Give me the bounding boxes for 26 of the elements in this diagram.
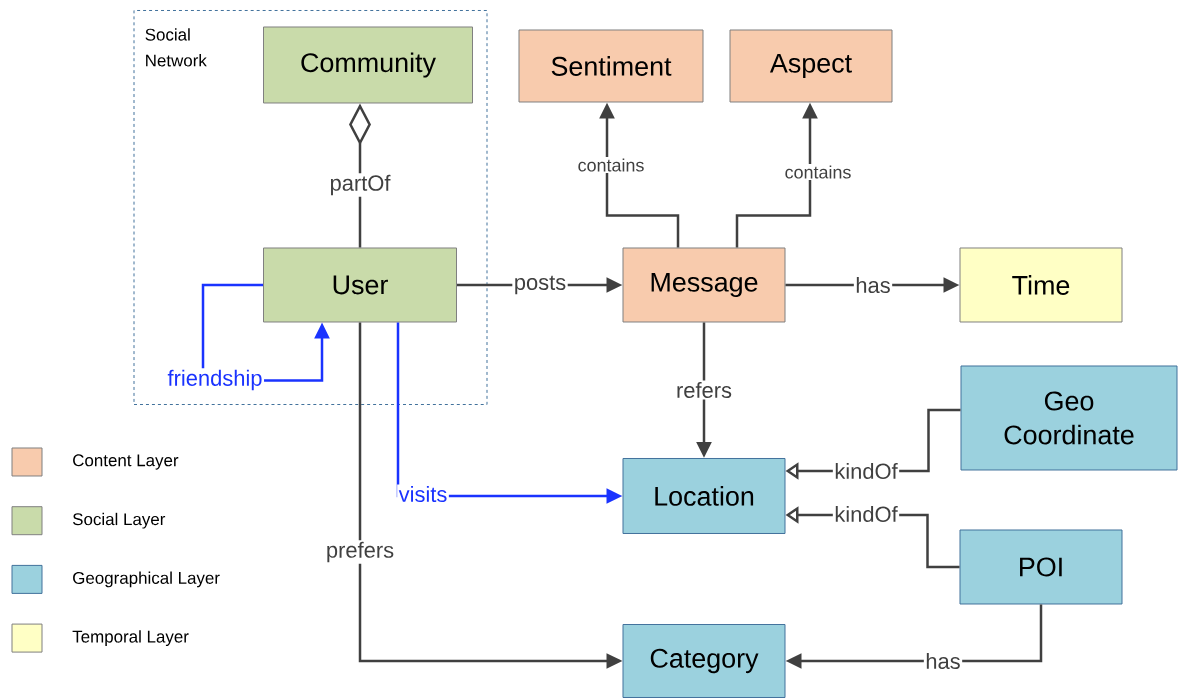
legend-label: Social Layer — [72, 512, 166, 529]
entity-box: POI — [959, 529, 1123, 605]
edge-label: has — [923, 651, 963, 671]
edge-label: refers — [674, 380, 734, 400]
entity-box: Message — [622, 247, 786, 323]
edge-label: kindOf — [832, 461, 900, 481]
edge-label: visits — [397, 484, 449, 504]
edge-label: has — [853, 275, 893, 295]
edge-label: partOf — [328, 173, 392, 197]
entity-box: Time — [959, 247, 1123, 323]
entity-box: Category — [622, 624, 786, 698]
legend-label: Temporal Layer — [72, 630, 189, 646]
entity-box: Geo Coordinate — [960, 365, 1178, 471]
legend-label: Content Layer — [73, 454, 179, 470]
edge-label: friendship — [166, 368, 265, 392]
entity-box: Aspect — [729, 29, 893, 103]
entity-box: Sentiment — [518, 29, 704, 103]
edge-label: kindOf — [832, 504, 900, 524]
entity-box: User — [263, 247, 457, 323]
entity-box: Location — [622, 458, 786, 534]
legend-label: Geographical Layer — [73, 571, 220, 588]
edge-label: contains — [576, 156, 646, 174]
edge-label: contains — [783, 163, 853, 181]
edge-label: prefers — [324, 540, 396, 564]
edge-label: posts — [512, 274, 568, 296]
entity-box: Community — [263, 26, 473, 104]
